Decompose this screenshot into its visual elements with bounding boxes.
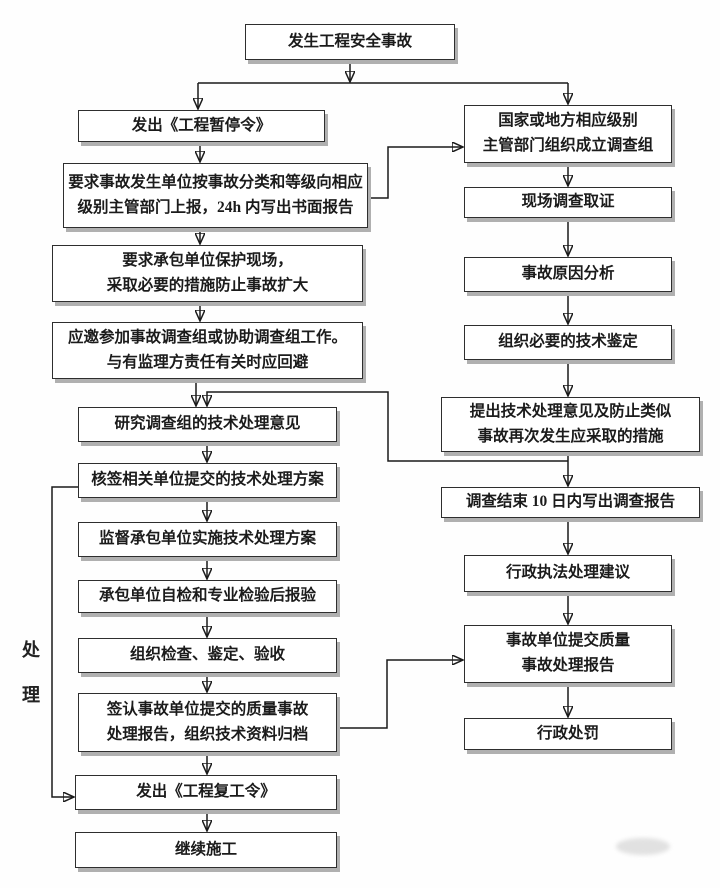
node-contractor-self-inspection: 承包单位自检和专业检验后报验 [78,580,337,613]
node-propose-technical-opinions: 提出技术处理意见及防止类似 事故再次发生应采取的措施 [441,397,700,452]
node-continue-construction: 继续施工 [75,832,337,868]
node-cause-analysis: 事故原因分析 [464,257,672,292]
node-issue-resume-order: 发出《工程复工令》 [75,775,337,810]
node-protect-site-prevent-expansion: 要求承包单位保护现场， 采取必要的措施防止事故扩大 [52,245,363,302]
node-investigation-report-10-days: 调查结束 10 日内写出调查报告 [441,487,700,518]
node-issue-suspension-order: 发出《工程暂停令》 [78,110,325,142]
node-supervise-implementation: 监督承包单位实施技术处理方案 [78,522,337,557]
side-label-handling: 处理 [22,640,40,705]
node-join-or-assist-investigation: 应邀参加事故调查组或协助调查组工作。 与有监理方责任有关时应回避 [52,322,363,379]
node-administrative-enforcement-suggestion: 行政执法处理建议 [464,555,672,592]
node-site-investigation-evidence: 现场调查取证 [464,187,672,218]
watermark [616,838,670,855]
node-countersign-quality-report-archive: 签认事故单位提交的质量事故 处理报告，组织技术资料归档 [78,693,337,752]
node-administrative-penalty: 行政处罚 [464,718,672,750]
node-countersign-technical-plan: 核签相关单位提交的技术处理方案 [78,463,337,498]
node-technical-appraisal: 组织必要的技术鉴定 [464,325,672,360]
node-report-within-24h: 要求事故发生单位按事故分类和等级向相应 级别主管部门上报，24h 内写出书面报告 [63,163,368,228]
node-authority-form-investigation-team: 国家或地方相应级别 主管部门组织成立调查组 [464,105,672,163]
node-organize-inspection-acceptance: 组织检查、鉴定、验收 [78,638,337,673]
node-study-technical-opinions: 研究调查组的技术处理意见 [78,407,337,442]
node-accident-unit-submit-report: 事故单位提交质量 事故处理报告 [464,625,672,683]
node-accident-occurs: 发生工程安全事故 [245,24,455,60]
